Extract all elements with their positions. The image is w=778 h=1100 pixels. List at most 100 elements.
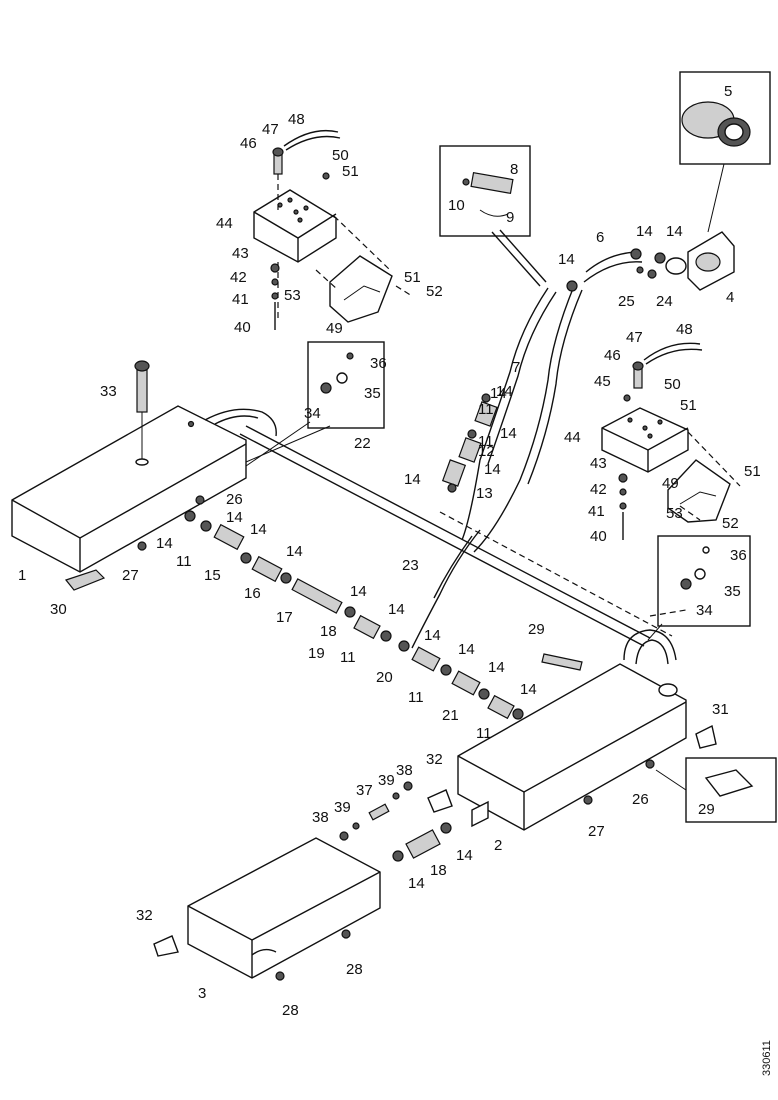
callout-6: 6 [596, 229, 604, 246]
fuel-lines [239, 229, 687, 649]
callout-28: 28 [346, 961, 363, 978]
level-sender-assembly-lower [601, 342, 741, 540]
callout-14: 14 [484, 461, 501, 478]
callout-43: 43 [232, 245, 249, 262]
callout-14: 14 [666, 223, 683, 240]
callout-27: 27 [588, 823, 605, 840]
callout-14: 14 [636, 223, 653, 240]
callout-2: 2 [494, 837, 502, 854]
callout-28: 28 [282, 1002, 299, 1019]
callout-40: 40 [234, 319, 251, 336]
callout-26: 26 [226, 491, 243, 508]
callout-16: 16 [244, 585, 261, 602]
callout-30: 30 [50, 601, 67, 618]
callout-3: 3 [198, 985, 206, 1002]
callout-50: 50 [332, 147, 349, 164]
fuel-tank-auxiliary [187, 837, 381, 979]
callout-33: 33 [100, 383, 117, 400]
callout-22: 22 [354, 435, 371, 452]
callout-45: 45 [594, 373, 611, 390]
callout-21: 21 [442, 707, 459, 724]
callout-14: 14 [520, 681, 537, 698]
callout-51: 51 [744, 463, 761, 480]
callout-18: 18 [430, 862, 447, 879]
callout-52: 52 [426, 283, 443, 300]
fuel-pump-filter [665, 71, 771, 291]
callout-17: 17 [276, 609, 293, 626]
callout-9: 9 [506, 209, 514, 226]
document-id: 330611 [761, 1040, 773, 1076]
callout-52: 52 [722, 515, 739, 532]
callout-26: 26 [632, 791, 649, 808]
callout-14: 14 [408, 875, 425, 892]
callout-42: 42 [590, 481, 607, 498]
callout-50: 50 [664, 376, 681, 393]
callout-20: 20 [376, 669, 393, 686]
hose-fitting-chain-lower [339, 781, 453, 862]
callout-29: 29 [698, 801, 715, 818]
callout-4: 4 [726, 289, 734, 306]
callout-48: 48 [676, 321, 693, 338]
callout-10: 10 [448, 197, 465, 214]
callout-38: 38 [396, 762, 413, 779]
callout-14: 14 [350, 583, 367, 600]
callout-35: 35 [364, 385, 381, 402]
callout-34: 34 [304, 405, 321, 422]
callout-14: 14 [458, 641, 475, 658]
callout-53: 53 [284, 287, 301, 304]
callout-49: 49 [662, 475, 679, 492]
callout-14: 14 [456, 847, 473, 864]
inset-box-vent-upper [245, 341, 385, 467]
callout-47: 47 [262, 121, 279, 138]
callout-31: 31 [712, 701, 729, 718]
callout-11: 11 [340, 649, 356, 666]
callout-44: 44 [216, 215, 233, 232]
callout-29: 29 [528, 621, 545, 638]
callout-14: 14 [488, 659, 505, 676]
callout-8: 8 [510, 161, 518, 178]
callout-11: 11 [478, 433, 494, 450]
level-sender-assembly-upper [253, 129, 413, 330]
callout-51: 51 [404, 269, 421, 286]
callout-18: 18 [320, 623, 337, 640]
callout-39: 39 [334, 799, 351, 816]
callout-14: 14 [496, 383, 513, 400]
callout-23: 23 [402, 557, 419, 574]
callout-14: 14 [404, 471, 421, 488]
callout-44: 44 [564, 429, 581, 446]
callout-53: 53 [666, 505, 683, 522]
callout-36: 36 [370, 355, 387, 372]
callout-14: 14 [388, 601, 405, 618]
callout-38: 38 [312, 809, 329, 826]
fuel-tank-main [457, 629, 687, 831]
callout-14: 14 [156, 535, 173, 552]
callout-36: 36 [730, 547, 747, 564]
callout-14: 14 [558, 251, 575, 268]
callout-46: 46 [240, 135, 257, 152]
callout-14: 14 [424, 627, 441, 644]
callout-7: 7 [512, 359, 520, 376]
callout-32: 32 [426, 751, 443, 768]
callout-12: 12 [478, 443, 495, 460]
fuel-tank-left [11, 405, 277, 573]
callout-47: 47 [626, 329, 643, 346]
callout-14: 14 [226, 509, 243, 526]
callout-14: 14 [286, 543, 303, 560]
callout-14: 14 [500, 425, 517, 442]
callout-13: 13 [476, 485, 493, 502]
callout-40: 40 [590, 528, 607, 545]
callout-39: 39 [378, 772, 395, 789]
filler-neck [134, 360, 150, 466]
callout-11: 11 [176, 553, 192, 570]
callout-5: 5 [724, 83, 732, 100]
callout-25: 25 [618, 293, 635, 310]
callout-1: 1 [18, 567, 26, 584]
callout-15: 15 [204, 567, 221, 584]
callout-14: 14 [250, 521, 267, 538]
inset-box-vent-lower [647, 535, 751, 641]
callout-19: 19 [308, 645, 325, 662]
callout-11: 11 [478, 401, 494, 418]
callout-34: 34 [696, 602, 713, 619]
